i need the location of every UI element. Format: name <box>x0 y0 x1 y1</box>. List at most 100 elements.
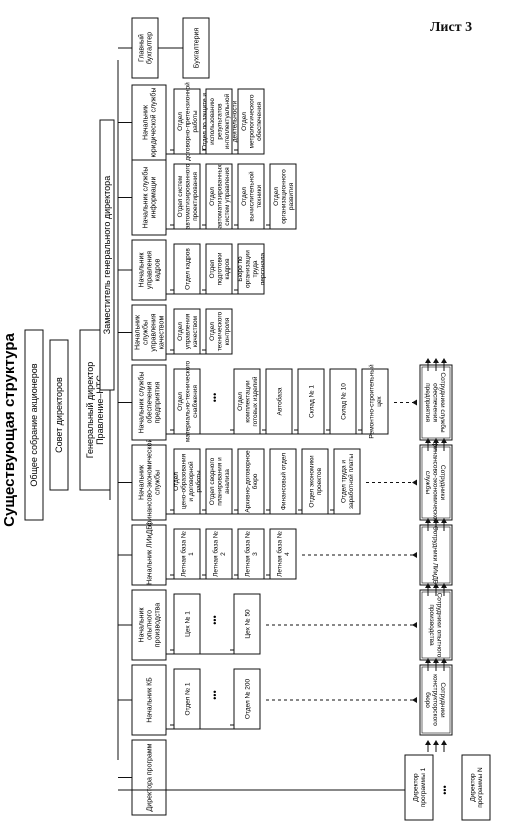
program-director-ellipsis: ••• <box>440 785 450 794</box>
unit-box-8-3-label: Бюро поорганизациитрудаперсонала <box>237 250 267 288</box>
unit-box-8-1: Отдел кадров <box>173 243 201 295</box>
unit-box-6-3: Автобаза <box>265 368 293 435</box>
arrow-head <box>441 740 447 745</box>
ellipsis-2: ••• <box>210 690 220 699</box>
unit-box-9-1: Отдел системавтоматизированногопроектиро… <box>173 163 201 230</box>
arrow-head <box>433 518 439 523</box>
unit-box-10-3-label: Отделметрологическогообеспечения <box>241 94 263 148</box>
head-box-5: Начальникфинансово-экономическойслужбы <box>131 439 167 527</box>
unit-box-6-4-label: Склад № 1 <box>308 385 315 418</box>
unit-box-4-4-label: Летная база №4 <box>276 531 292 577</box>
arrow-head <box>412 622 417 628</box>
unit-box-6-5: Склад № 10 <box>329 368 357 435</box>
staff-box-2: Сотрудникиконструкторскогобюро <box>419 664 453 736</box>
arrow-head <box>412 552 417 558</box>
head-box-9-label: Начальник службыинформации <box>141 167 157 229</box>
unit-box-4-2-label: Летная база №2 <box>212 531 228 577</box>
staff-box-6-label: Сотрудники службыобеспеченияпредприятия <box>424 372 447 433</box>
top-chain-box-2-label: Совет директоров <box>54 377 64 453</box>
head-box-1: Директора программ <box>131 739 167 816</box>
program-director-box-1: Директорпрограммы 1 <box>404 754 434 821</box>
head-box-10-label: Начальникюридической службы <box>142 88 157 158</box>
page-title: Существующая структура <box>1 333 18 527</box>
arrow-head <box>441 518 447 523</box>
unit-box-10-2-label: Отдел по защите ииспользованиюрезультато… <box>201 93 238 150</box>
unit-box-5-6: Отдел труда изаработной платы <box>333 448 361 515</box>
head-box-3-label: Начальникопытногопроизводства <box>138 603 161 648</box>
unit-box-4-3-label: Летная база №3 <box>244 531 260 577</box>
unit-box-3-1: Цех № 1 <box>173 593 201 655</box>
staff-box-2-label: Сотрудникиконструкторскогобюро <box>424 674 446 726</box>
unit-box-6-4: Склад № 1 <box>297 368 325 435</box>
unit-box-5-1: Отделцено-образованияи договорнойработы <box>173 448 203 515</box>
program-director-box-n-label: Директорпрограммы N <box>470 767 485 808</box>
unit-box-8-2-label: Отделподготовкикадров <box>209 252 231 285</box>
unit-box-3-2-label: Цех № 50 <box>244 609 251 639</box>
unit-box-accounting-label: Бухгалтерия <box>193 28 200 69</box>
head-box-2: Начальник КБ <box>131 664 167 736</box>
unit-box-4-1-label: Летная база №1 <box>180 531 196 577</box>
head-box-10: Начальникюридической службы <box>131 84 167 161</box>
arrow-head <box>441 658 447 663</box>
unit-box-4-3: Летная база №3 <box>237 528 265 580</box>
head-box-7: Начальникслужбыуправлениякачеством <box>131 304 167 361</box>
arrow-head <box>433 358 439 363</box>
arrow-head <box>425 740 431 745</box>
program-director-box-1-label: Директорпрограммы 1 <box>413 767 428 807</box>
head-box-5-label: Начальникфинансово-экономическойслужбы <box>138 439 161 527</box>
unit-box-7-2-label: Отделтехническогоконтроля <box>209 311 231 351</box>
arrow-head <box>425 658 431 663</box>
unit-box-6-1-label: Отделматериально-техническогоснабжения <box>177 360 199 442</box>
head-box-7-label: Начальникслужбыуправлениякачеством <box>134 313 165 351</box>
arrow-head <box>433 658 439 663</box>
arrow-head <box>425 358 431 363</box>
unit-box-6-3-label: Автобаза <box>275 387 283 415</box>
staff-box-5: Сотрудникифинансово-экономическойслужбы <box>419 442 453 524</box>
staff-box-6: Сотрудники службыобеспеченияпредприятия <box>419 364 453 441</box>
arrow-head <box>433 438 439 443</box>
staff-box-4: Сотрудники ЛИиДБ <box>419 524 453 586</box>
arrow-head <box>412 399 417 406</box>
unit-box-9-2-label: Отделавтоматизированныхсистем управления <box>209 164 231 229</box>
head-box-8-label: Начальникуправлениякадров <box>138 251 161 289</box>
unit-box-5-4-label: Финансовый отдел <box>279 453 287 510</box>
unit-box-4-4: Летная база №4 <box>269 528 297 580</box>
unit-box-5-6-label: Отдел труда изаработной платы <box>341 454 356 509</box>
arrow-head <box>412 697 417 703</box>
unit-box-10-1: Отделдоговорно-претензионнойработы <box>173 82 201 161</box>
arrow-head <box>441 358 447 363</box>
unit-box-8-1-label: Отдел кадров <box>184 248 191 290</box>
unit-box-6-6: Ремонтно-строительныйцех <box>361 364 389 439</box>
head-box-6-label: Начальник службыобеспеченияпредприятия <box>137 372 161 434</box>
deputy-director-box-label: Заместитель генерального директора <box>102 176 112 334</box>
staff-box-4-label: Сотрудники ЛИиДБ <box>432 526 439 584</box>
unit-box-2-1: Отдел № 1 <box>173 668 201 730</box>
unit-box-2-2: Отдел № 200 <box>233 668 261 730</box>
unit-box-3-1-label: Цех № 1 <box>184 611 191 637</box>
staff-box-3: Сотрудники опытногопроизводства <box>419 589 453 661</box>
head-box-6: Начальник службыобеспеченияпредприятия <box>131 364 167 441</box>
arrow-head <box>441 438 447 443</box>
arrow-head <box>425 518 431 523</box>
program-director-box-n: Директорпрограммы N <box>461 754 491 821</box>
unit-box-9-2: Отделавтоматизированныхсистем управления <box>205 163 233 230</box>
unit-box-5-3: Архивно-договорноебюро <box>237 448 265 515</box>
deputy-director-box: Заместитель генерального директора <box>99 119 115 391</box>
unit-box-7-1: Отделуправлениякачеством <box>173 308 201 355</box>
unit-box-10-2: Отдел по защите ииспользованиюрезультато… <box>201 88 238 155</box>
sheet-label: Лист 3 <box>430 20 473 35</box>
head-box-accounting: Главныйбухгалтер <box>131 17 159 79</box>
unit-box-9-3-label: Отделвычислительнойтехники <box>241 171 263 222</box>
unit-box-5-3-label: Архивно-договорноебюро <box>245 450 260 513</box>
unit-box-9-1-label: Отдел системавтоматизированногопроектиро… <box>177 163 199 229</box>
staff-box-5-label: Сотрудникифинансово-экономическойслужбы <box>424 442 446 524</box>
unit-box-5-5-label: Отдел экономикипроектов <box>309 455 324 508</box>
head-box-9: Начальник службыинформации <box>131 159 167 236</box>
unit-box-5-4: Финансовый отдел <box>269 448 297 515</box>
arrow-head <box>433 583 439 588</box>
unit-box-5-1-label: Отделцено-образованияи договорнойработы <box>173 453 203 509</box>
unit-box-10-3: Отделметрологическогообеспечения <box>237 88 265 155</box>
unit-box-9-4: Отделорганизационногоразвития <box>269 163 297 230</box>
unit-box-8-3: Бюро поорганизациитрудаперсонала <box>237 243 267 295</box>
